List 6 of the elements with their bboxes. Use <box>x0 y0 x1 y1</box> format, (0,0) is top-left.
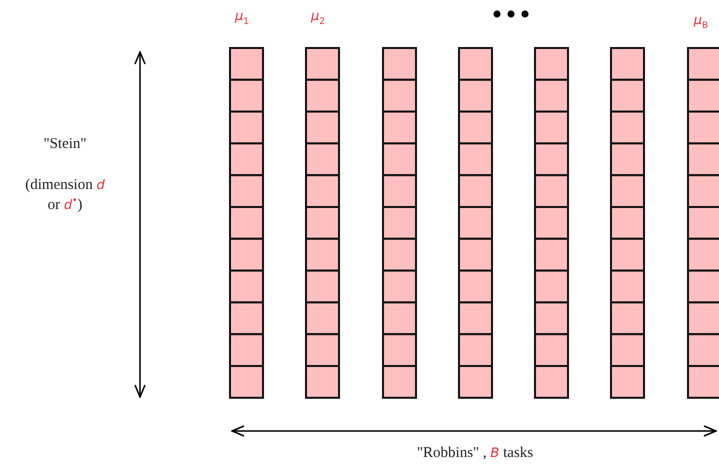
axis-label: "Stein" <box>43 135 87 154</box>
column-label: μ$_{2}$ <box>311 8 325 29</box>
column-label: μ$_{B}$ <box>694 12 708 33</box>
axis-note: (dimension d or d$^{•}$) <box>24 176 106 214</box>
axis-label: "Robbins" , B tasks <box>416 444 534 463</box>
column-label: μ$_{1}$ <box>235 8 249 29</box>
